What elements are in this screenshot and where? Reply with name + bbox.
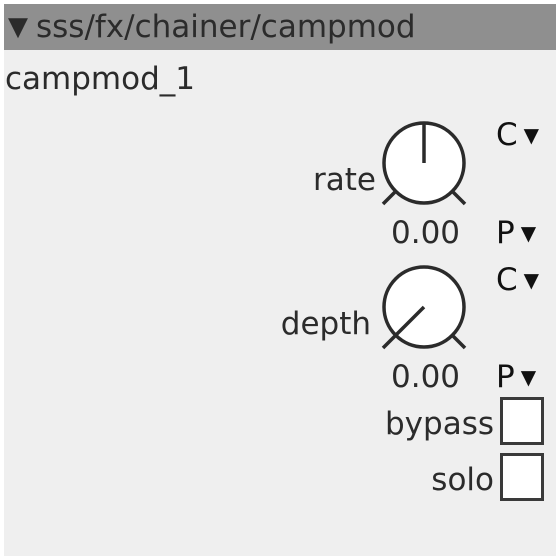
solo-checkbox[interactable]	[500, 453, 544, 501]
depth-cv-dropdown[interactable]: C ▼	[496, 262, 539, 298]
rate-label: rate	[313, 162, 376, 198]
collapse-triangle-icon[interactable]: ▼	[8, 12, 28, 42]
bypass-checkbox[interactable]	[500, 397, 544, 445]
dropdown-caret-icon: ▼	[520, 221, 537, 245]
instance-name: campmod_1	[5, 61, 195, 97]
depth-cv-label: C	[496, 262, 518, 298]
depth-knob[interactable]	[379, 262, 469, 352]
solo-label: solo	[431, 462, 494, 498]
module-header[interactable]: ▼ sss/fx/chainer/campmod	[4, 4, 556, 50]
rate-cv-dropdown[interactable]: C ▼	[496, 117, 539, 153]
depth-value: 0.00	[391, 359, 461, 395]
depth-label: depth	[280, 306, 371, 342]
bypass-label: bypass	[385, 406, 494, 442]
dropdown-caret-icon: ▼	[523, 123, 540, 147]
rate-param-label: P	[496, 215, 515, 251]
rate-cv-label: C	[496, 117, 518, 153]
rate-value: 0.00	[391, 215, 461, 251]
rate-param-dropdown[interactable]: P ▼	[496, 215, 536, 251]
dropdown-caret-icon: ▼	[520, 365, 537, 389]
depth-param-dropdown[interactable]: P ▼	[496, 359, 536, 395]
module-path: sss/fx/chainer/campmod	[36, 9, 416, 45]
depth-param-label: P	[496, 359, 515, 395]
module-panel: ▼ sss/fx/chainer/campmod campmod_1 rate …	[4, 4, 556, 556]
dropdown-caret-icon: ▼	[523, 268, 540, 292]
rate-knob[interactable]	[379, 118, 469, 208]
